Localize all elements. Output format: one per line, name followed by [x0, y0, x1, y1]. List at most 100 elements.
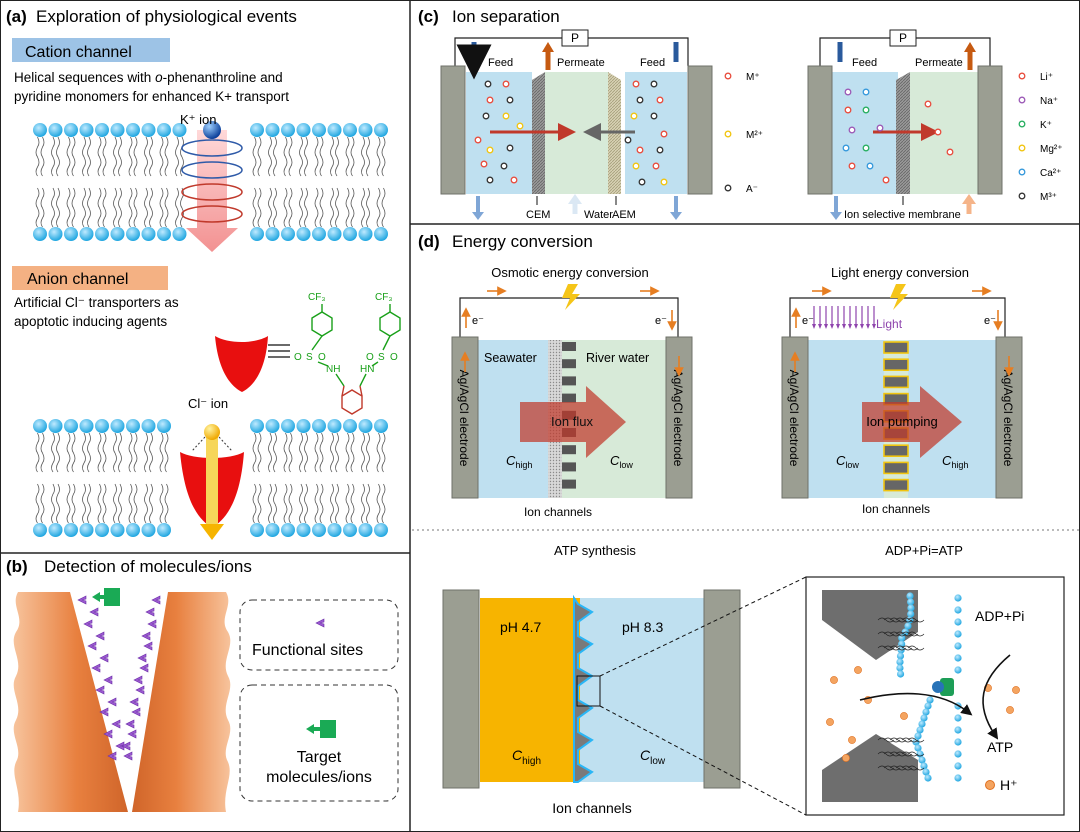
lipid-tail — [330, 187, 334, 228]
functional-site — [111, 719, 121, 729]
lipid-head — [358, 419, 373, 433]
lipid-tail — [51, 483, 55, 524]
channel-tooth — [562, 342, 576, 351]
inset-lipid-head — [954, 714, 962, 722]
o-left-1: O — [294, 352, 302, 363]
lipid-tail — [283, 483, 288, 524]
lipid-head — [64, 123, 78, 137]
atp-channels-label: Ion channels — [552, 800, 631, 816]
ion-dot — [656, 146, 664, 154]
inset-lipid-head — [954, 606, 962, 614]
ion-dot — [652, 162, 660, 170]
lipid-tail — [319, 136, 324, 177]
lipid-tail — [273, 136, 277, 177]
lipid-tail — [381, 187, 386, 228]
inset-lipid-head — [914, 744, 922, 752]
lipid-head — [327, 227, 342, 241]
functional-site — [89, 607, 99, 617]
electrodialysis-cell: P Feed Permeate Feed — [440, 29, 763, 221]
ion-dot — [486, 96, 494, 104]
channel-tooth — [562, 393, 576, 403]
lipid-tail — [82, 483, 86, 524]
panel-c: (c) Ion separation P Feed Permeate Feed — [418, 7, 1063, 221]
lipid-tail — [366, 136, 370, 177]
ion-dot — [844, 88, 852, 96]
ion-dot — [842, 144, 850, 152]
s-right: S — [378, 352, 385, 363]
cation-desc-line2: pyridine monomers for enhanced K+ transp… — [14, 89, 289, 104]
functional-site — [147, 619, 157, 629]
ion-dot — [480, 160, 488, 168]
atp-c-low: Clow — [640, 747, 666, 767]
ion-dot — [876, 124, 884, 132]
electrode-left — [440, 65, 466, 195]
pump-left — [561, 29, 589, 47]
ion-dot — [934, 128, 942, 136]
lipid-tail — [97, 432, 102, 473]
lipid-tail — [288, 187, 293, 228]
inset-lipid-head — [922, 708, 930, 716]
lipid-tail — [144, 187, 148, 228]
lipid-tail — [87, 136, 91, 177]
functional-site — [129, 697, 139, 707]
inset-lipid-head — [954, 654, 962, 662]
ion-dot — [724, 72, 732, 80]
lipid-head — [33, 227, 47, 241]
inset-lipid-head — [896, 670, 905, 678]
ion-dot — [660, 178, 668, 186]
k-ion-label: K⁺ ion — [180, 112, 217, 127]
lipid-tail — [361, 136, 365, 177]
lipid-tail — [35, 136, 40, 177]
inset-lipid-head — [896, 664, 904, 672]
lipid-tail — [71, 483, 76, 524]
light-cell: Light energy conversion e⁻ e⁻ Light Ag/A… — [781, 265, 1023, 516]
functional-site — [139, 663, 149, 673]
lipid-tail — [118, 483, 122, 524]
lipid-head — [343, 227, 357, 241]
osmotic-c-high: Chigh — [506, 453, 532, 470]
proton — [1012, 686, 1020, 694]
inset-lipid-head — [896, 652, 905, 660]
lipid-head — [172, 123, 187, 137]
lipid-head — [64, 419, 78, 433]
lipid-tail — [335, 187, 339, 228]
lipid-head — [343, 523, 357, 537]
ion-legend-right-label: Li⁺ — [1040, 72, 1053, 83]
helix-turn — [181, 161, 243, 179]
functional-site — [123, 751, 133, 761]
lipid-head — [327, 123, 342, 137]
lipid-head — [374, 123, 388, 137]
lipid-tail — [288, 136, 293, 177]
lipid-tail — [87, 432, 91, 473]
acidic-chamber — [480, 598, 580, 782]
lipid-tail — [133, 187, 138, 228]
lipid-tail — [304, 483, 308, 524]
lipid-tail — [299, 187, 303, 228]
hn-label: HN — [360, 364, 374, 375]
lipid-tail — [257, 136, 262, 177]
lipid-head — [126, 419, 140, 433]
lipid-tail — [288, 483, 293, 524]
lipid-head — [281, 523, 295, 537]
lipid-tail — [82, 187, 86, 228]
inset-lipid-head — [918, 756, 926, 764]
lipid-tail — [97, 187, 102, 228]
lipid-tail — [56, 432, 60, 473]
lipid-head — [250, 227, 264, 241]
cation-header: Cation channel — [25, 44, 132, 61]
lipid-tail — [376, 483, 381, 524]
lipid-head — [296, 123, 311, 137]
osmotic-title: Osmotic energy conversion — [491, 265, 649, 280]
ion-dot — [1018, 192, 1026, 200]
inset-lipid-head — [918, 720, 926, 728]
lipid-tail — [366, 483, 370, 524]
lipid-tail — [283, 432, 288, 473]
lipid-tail — [144, 432, 148, 473]
proton-flow-arrow — [859, 692, 973, 716]
functional-site — [315, 618, 325, 628]
lipid-tail — [376, 187, 381, 228]
lipid-tail — [56, 136, 60, 177]
anion-desc-line2: apoptotic inducing agents — [14, 314, 167, 329]
lipid-head — [95, 227, 109, 241]
